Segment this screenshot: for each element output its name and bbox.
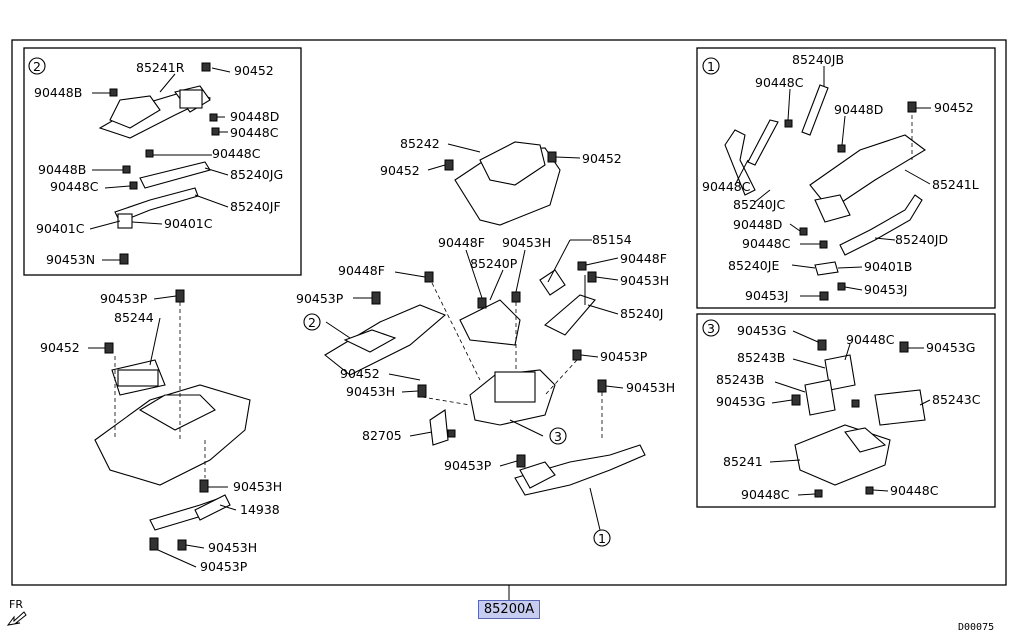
center-label: 85240P <box>470 256 518 271</box>
center-label: 90453H <box>502 235 551 250</box>
inset-box-2 <box>23 47 302 276</box>
inset-1-label: 85240JE <box>728 258 779 273</box>
center-label: 85242 <box>400 136 440 151</box>
inset-1-label: 90448C <box>702 179 751 194</box>
inset-1-label: 85241L <box>932 177 979 192</box>
center-label: 90453P <box>600 349 648 364</box>
left-group-drawing <box>88 289 251 568</box>
center-label: 90453P <box>296 291 344 306</box>
left-group-label: 14938 <box>240 502 280 517</box>
inset-3-label: 90453G <box>716 394 765 409</box>
center-label: 82705 <box>362 428 402 443</box>
inset-box-1 <box>696 47 996 309</box>
center-label: 90448F <box>620 251 667 266</box>
inset-2-label: 90448B <box>38 162 86 177</box>
left-group-label: 90452 <box>40 340 80 355</box>
inset-1-label: 90448D <box>733 217 782 232</box>
center-label: 90453P <box>444 458 492 473</box>
inset-1-label: 90448C <box>742 236 791 251</box>
inset-2-label: 90448C <box>212 146 261 161</box>
inset-3-label: 90448C <box>741 487 790 502</box>
inset-box-3 <box>696 313 996 508</box>
inset-3-label: 85241 <box>723 454 763 469</box>
center-label: 90453H <box>346 384 395 399</box>
inset-3-label: 85243B <box>716 372 764 387</box>
inset-2-label: 85240JF <box>230 199 281 214</box>
inset-3-label: 90453G <box>926 340 975 355</box>
left-group-labels: 90453P 85244 90452 90453H 14938 90453H 9… <box>40 291 282 574</box>
left-group-label: 90453P <box>200 559 248 574</box>
inset-1-label: 90448D <box>834 102 883 117</box>
center-label: 85240J <box>620 306 663 321</box>
inset-3-label: 90448C <box>890 483 939 498</box>
inset-2-label: 90401C <box>164 216 213 231</box>
center-label: 90452 <box>582 151 622 166</box>
front-arrow-icon <box>6 611 27 626</box>
inset-2-label: 90448B <box>34 85 82 100</box>
center-label: 90453H <box>626 380 675 395</box>
inset-2-label: 90448D <box>230 109 279 124</box>
center-marker: 3 <box>554 429 562 444</box>
inset-1-label: 90448C <box>755 75 804 90</box>
inset-1-label: 90401B <box>864 259 912 274</box>
inset-2-label: 90452 <box>234 63 274 78</box>
front-direction-label: FR <box>9 598 23 611</box>
center-group-drawing: 2 3 1 <box>303 141 646 547</box>
inset-2-labels: 85241R 90452 90448B 90448D 90448C 90448B… <box>34 60 283 267</box>
inset-2-label: 85240JG <box>230 167 283 182</box>
inset-3-label: 90453G <box>737 323 786 338</box>
center-label: 90448F <box>438 235 485 250</box>
center-group-labels: 85242 90452 90452 90448F 90453H 85154 85… <box>296 136 675 473</box>
inset-2-marker: 2 <box>33 59 41 74</box>
inset-1-drawing: 1 <box>702 57 931 301</box>
left-group-label: 90453H <box>208 540 257 555</box>
inset-1-label: 85240JD <box>895 232 948 247</box>
center-marker: 1 <box>598 531 606 546</box>
inset-3-marker: 3 <box>707 321 715 336</box>
inset-2-label: 90448C <box>50 179 99 194</box>
assembly-part-number[interactable]: 85200A <box>478 600 540 619</box>
left-group-label: 90453H <box>233 479 282 494</box>
left-group-label: 85244 <box>114 310 154 325</box>
inset-1-label: 90453J <box>864 282 907 297</box>
center-label: 90448F <box>338 263 385 278</box>
inset-1-labels: 85240JB 90448C 90448D 90452 90448C 85241… <box>702 52 979 303</box>
center-label: 90453H <box>620 273 669 288</box>
document-id: D00075 <box>958 622 995 633</box>
inset-1-label: 85240JC <box>733 197 785 212</box>
inset-2-label: 90401C <box>36 221 85 236</box>
inset-3-labels: 90453G 90448C 90453G 85243B 85243B 85243… <box>716 323 981 502</box>
inset-1-label: 85240JB <box>792 52 844 67</box>
inset-1-label: 90452 <box>934 100 974 115</box>
inset-2-label: 90453N <box>46 252 95 267</box>
inset-2-label: 90448C <box>230 125 279 140</box>
inset-3-label: 85243B <box>737 350 785 365</box>
center-label: 90452 <box>340 366 380 381</box>
left-group-label: 90453P <box>100 291 148 306</box>
inset-1-marker: 1 <box>707 59 715 74</box>
center-marker: 2 <box>308 315 316 330</box>
inset-2-drawing: 2 <box>28 57 231 265</box>
inset-1-label: 90453J <box>745 288 788 303</box>
inset-3-label: 85243C <box>932 392 981 407</box>
center-label: 85154 <box>592 232 632 247</box>
center-label: 90452 <box>380 163 420 178</box>
inset-2-label: 85241R <box>136 60 185 75</box>
inset-3-drawing: 3 <box>702 319 931 498</box>
inset-3-label: 90448C <box>846 332 895 347</box>
